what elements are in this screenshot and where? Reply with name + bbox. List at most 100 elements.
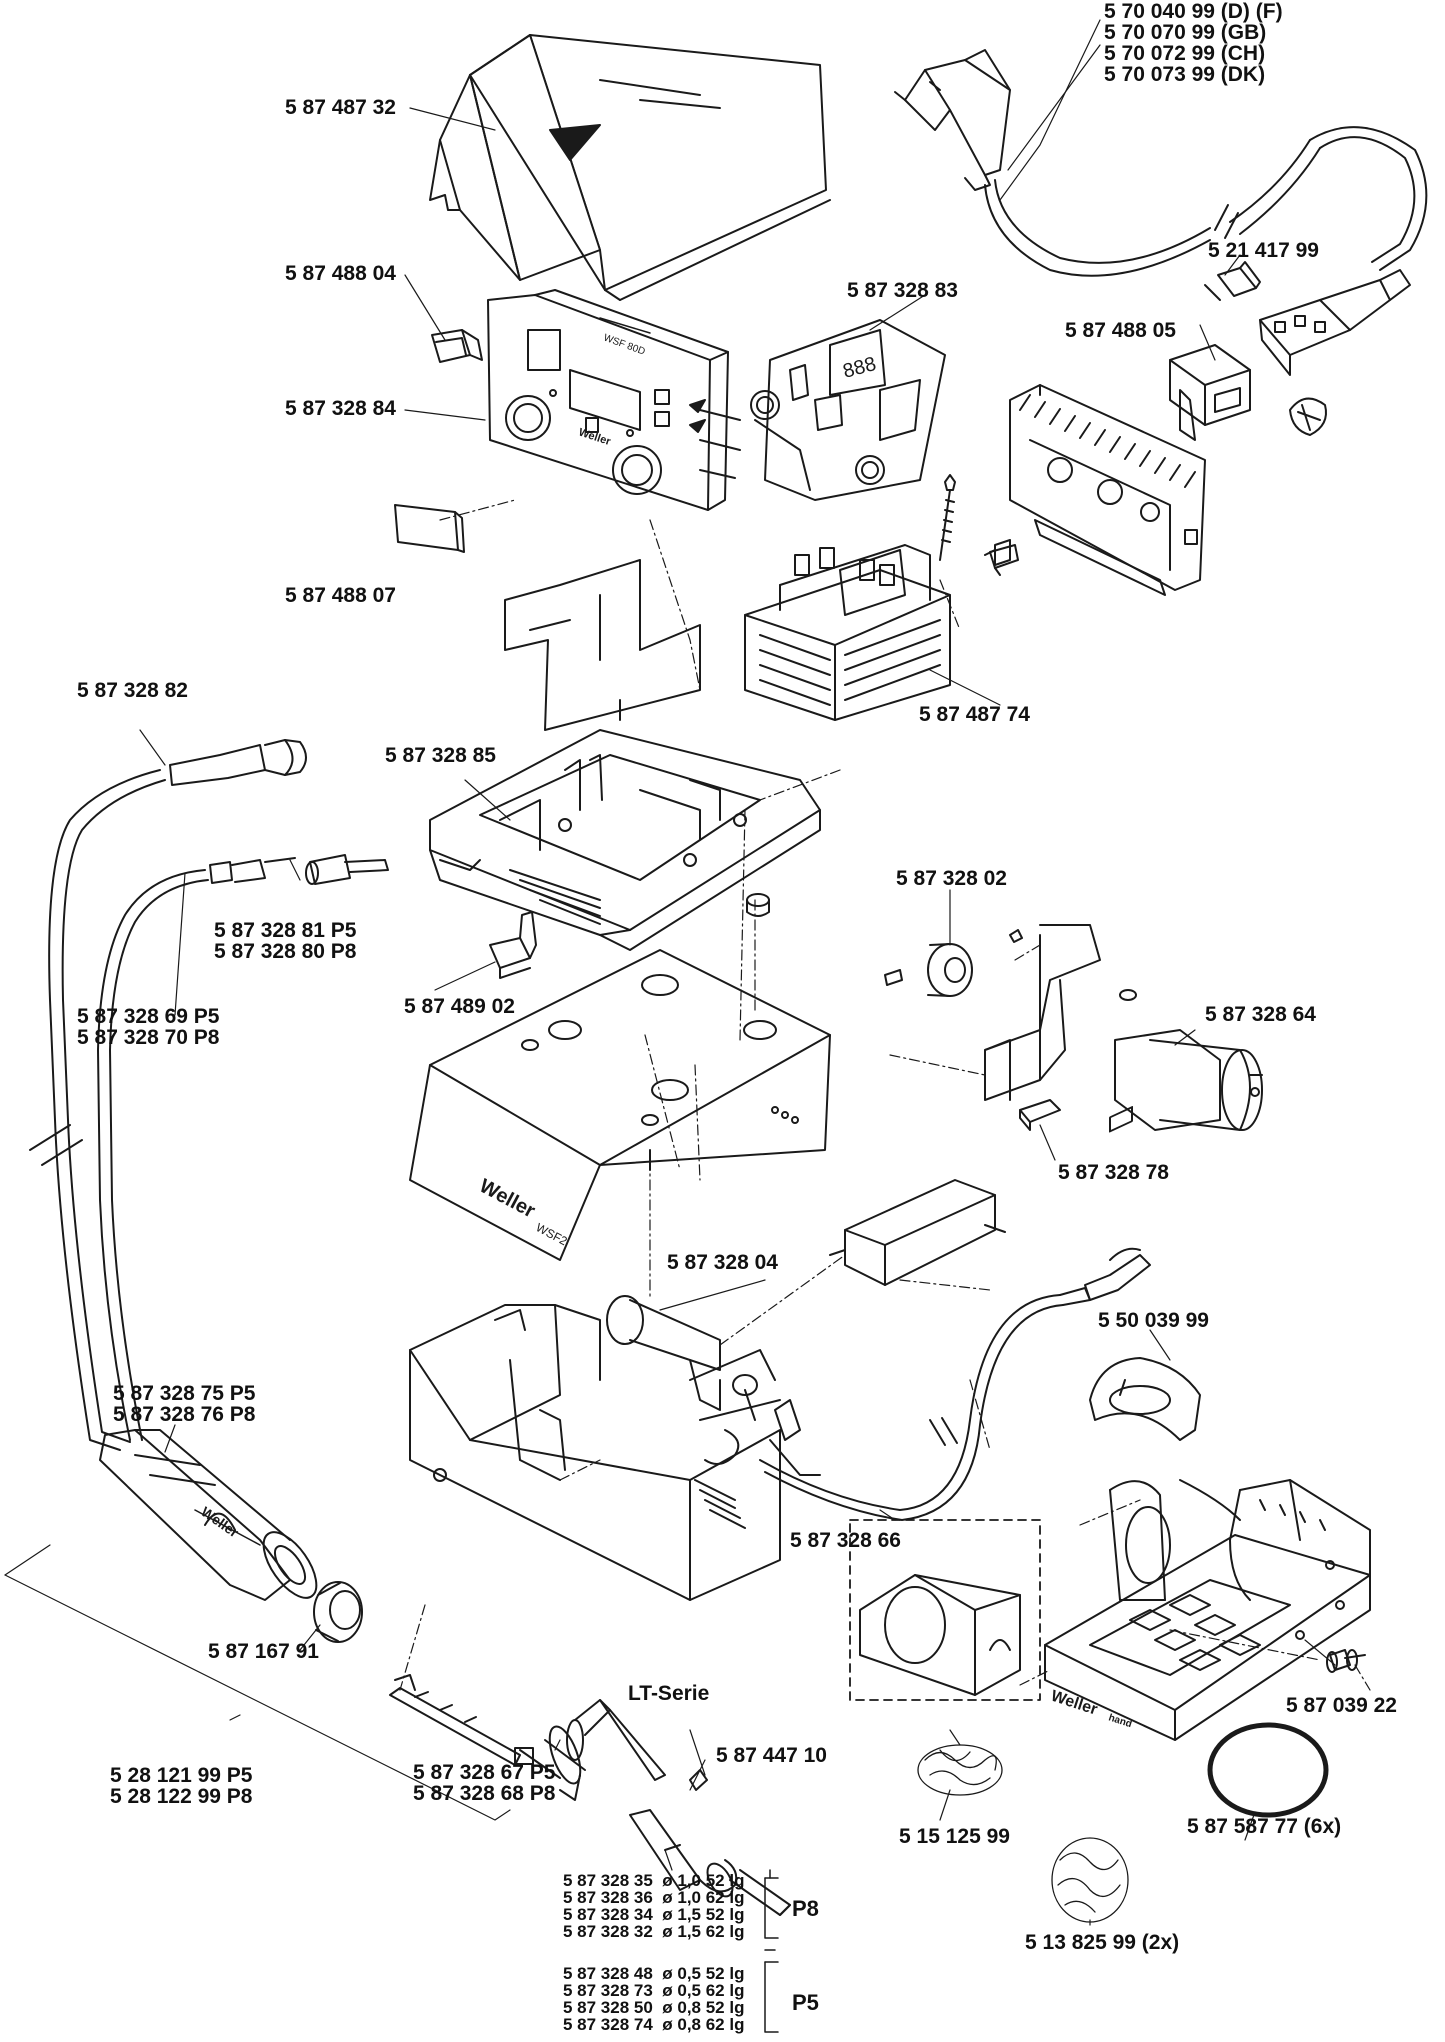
iec-connector-part xyxy=(1259,269,1411,376)
mains-plug-part xyxy=(894,49,1428,277)
label-pump-holder: 5 87 328 04 xyxy=(667,1251,778,1274)
pump-motor-part xyxy=(1114,1029,1263,1131)
label-iron-p5: 5 28 121 99 P5 xyxy=(110,1764,253,1787)
label-adapter: 5 87 489 02 xyxy=(404,995,515,1018)
window-part xyxy=(394,504,465,553)
insulation-sheet-part xyxy=(504,559,701,731)
label-front-panel: 5 87 328 84 xyxy=(285,397,396,420)
transformer-part xyxy=(744,544,951,721)
rocker-switch-part xyxy=(431,329,483,363)
nozzle-row: 5 87 328 50 ø 0,8 52 lg xyxy=(563,1998,745,2017)
sponge-holder-part xyxy=(1089,1357,1201,1441)
pump-cylinder-part xyxy=(606,1295,821,1529)
label-cable-cordset: 5 87 328 82 xyxy=(77,679,188,702)
handle-brand: Weller xyxy=(198,1503,242,1540)
fuse-part xyxy=(1204,261,1261,301)
iron-bracket-line xyxy=(4,1544,511,1821)
table-brackets xyxy=(764,1869,779,2033)
label-lt-series: LT-Serie xyxy=(628,1682,710,1705)
spring-part xyxy=(1326,1649,1366,1673)
label-heater-p5: 5 87 328 81 P5 xyxy=(214,919,357,942)
heater-part xyxy=(305,854,389,885)
nozzle-row: 5 87 328 36 ø 1,0 62 lg xyxy=(563,1888,745,1907)
label-wheel: 5 87 328 02 xyxy=(896,867,1007,890)
wool-holder-part xyxy=(849,1519,1041,1701)
label-sponge-holder: 5 50 039 99 xyxy=(1098,1309,1209,1332)
oring-part xyxy=(1207,1722,1329,1818)
clip-part xyxy=(1019,1099,1061,1131)
nozzle-group-label-p5: P5 xyxy=(792,1990,819,2015)
label-wool: 5 13 825 99 (2x) xyxy=(1025,1931,1180,1954)
valve-part xyxy=(389,1674,666,1801)
label-hose-p8: 5 87 328 70 P8 xyxy=(77,1026,220,1049)
nozzle-row: 5 87 328 74 ø 0,8 62 lg xyxy=(563,2015,745,2034)
nozzle-row: 5 87 328 48 ø 0,5 52 lg xyxy=(563,1964,745,1983)
nozzle-row: 5 87 328 35 ø 1,0 52 lg xyxy=(563,1871,745,1890)
motor-bracket-part xyxy=(984,924,1137,1101)
label-heater-p8: 5 87 328 80 P8 xyxy=(214,940,357,963)
label-pcb: 5 87 328 83 xyxy=(847,279,958,302)
label-oring: 5 87 587 77 (6x) xyxy=(1187,1815,1342,1838)
label-handle-p8: 5 87 328 76 P8 xyxy=(113,1403,256,1426)
stand-badge: hand xyxy=(1107,1712,1133,1730)
nut-part xyxy=(313,1581,363,1643)
hose-part xyxy=(29,739,307,1451)
top-cover-model: WSF2 xyxy=(534,1220,570,1248)
alignment-lines xyxy=(399,499,1371,1691)
label-plug-ch: 5 70 072 99 (CH) xyxy=(1104,42,1266,65)
label-socket: 5 87 488 05 xyxy=(1065,319,1176,342)
label-hose-p5: 5 87 328 69 P5 xyxy=(77,1005,220,1028)
front-panel-model: WSF 80D xyxy=(602,332,646,357)
nozzle-row: 5 87 328 73 ø 0,5 62 lg xyxy=(563,1981,745,2000)
leader-lines xyxy=(139,19,1336,1926)
rail-part xyxy=(829,1179,1006,1286)
label-transformer: 5 87 487 74 xyxy=(919,703,1030,726)
label-motor: 5 87 328 64 xyxy=(1205,1003,1316,1026)
nozzle-group-label-p8: P8 xyxy=(792,1896,819,1921)
label-cover: 5 87 487 32 xyxy=(285,96,396,119)
label-iron-p8: 5 28 122 99 P8 xyxy=(110,1785,253,1808)
label-fuse: 5 21 417 99 xyxy=(1208,239,1319,262)
base-housing-part xyxy=(409,1304,781,1601)
nozzle-row: 5 87 328 32 ø 1,5 62 lg xyxy=(563,1922,745,1941)
screw-part xyxy=(939,474,956,561)
label-spring: 5 87 039 22 xyxy=(1286,1694,1397,1717)
heatsink-part xyxy=(984,384,1206,596)
iron-handle-part xyxy=(99,1429,318,1601)
top-cover-part xyxy=(409,949,831,1261)
label-window: 5 87 488 07 xyxy=(285,584,396,607)
label-tip-adapter: 5 87 447 10 xyxy=(716,1744,827,1767)
cover-part xyxy=(429,34,831,301)
label-plug-dk: 5 70 073 99 (DK) xyxy=(1104,63,1266,86)
front-panel-brand: Weller xyxy=(577,426,613,448)
label-handle-p5: 5 87 328 75 P5 xyxy=(113,1382,256,1405)
front-panel-part xyxy=(487,289,741,511)
wheel-part xyxy=(884,929,1023,997)
label-plug-d-f: 5 70 040 99 (D) (F) xyxy=(1104,0,1283,23)
nozzle-row: 5 87 328 34 ø 1,5 52 lg xyxy=(563,1905,745,1924)
label-valve-p8: 5 87 328 68 P8 xyxy=(413,1782,556,1805)
stand-brand: Weller xyxy=(1049,1688,1100,1719)
label-clip: 5 87 328 78 xyxy=(1058,1161,1169,1184)
adapter-block-part xyxy=(489,911,537,979)
label-switch: 5 87 488 04 xyxy=(285,262,396,285)
label-plug-gb: 5 70 070 99 (GB) xyxy=(1104,21,1267,44)
switch-plug-part xyxy=(1289,397,1327,436)
top-cover-brand: Weller xyxy=(476,1175,539,1223)
stand-base-part xyxy=(1044,1106,1371,1741)
control-pcb-part xyxy=(750,319,946,501)
label-wool-holder: 5 15 125 99 xyxy=(899,1825,1010,1848)
pcb-display-digits: 888 xyxy=(841,353,879,383)
label-valve-p5: 5 87 328 67 P5 xyxy=(413,1761,556,1784)
label-nut: 5 87 167 91 xyxy=(208,1640,319,1663)
tip-adapter-part xyxy=(629,1769,791,1916)
stand-holder-part xyxy=(1109,1479,1371,1640)
bracket-part xyxy=(989,544,1019,576)
power-socket-part xyxy=(1169,344,1251,441)
connection-cable-part xyxy=(759,1247,1151,1521)
foot-part xyxy=(746,893,770,917)
label-connection-cable: 5 87 328 66 xyxy=(790,1529,901,1552)
label-bottom-housing: 5 87 328 85 xyxy=(385,744,496,767)
